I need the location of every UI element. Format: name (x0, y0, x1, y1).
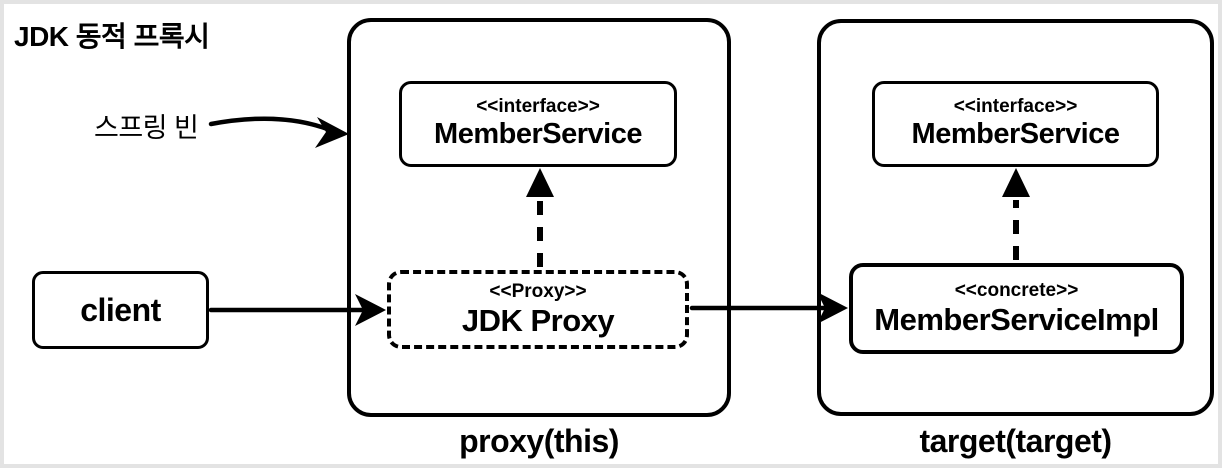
proxy-interface-stereotype: <<interface>> (476, 96, 600, 118)
jdk-proxy-node: <<Proxy>> JDK Proxy (387, 270, 689, 349)
proxy-interface-node: <<interface>> MemberService (399, 81, 677, 167)
proxy-caption: proxy(this) (459, 423, 619, 459)
target-impl-name: MemberServiceImpl (874, 301, 1159, 337)
target-interface-name: MemberService (911, 118, 1120, 151)
proxy-container-box (347, 18, 731, 417)
spring-bean-arrow (208, 116, 349, 148)
client-node: client (32, 271, 209, 349)
target-caption: target(target) (919, 423, 1112, 459)
jdk-proxy-name: JDK Proxy (461, 302, 615, 338)
target-impl-node: <<concrete>> MemberServiceImpl (849, 263, 1184, 354)
diagram-title: JDK 동적 프록시 (14, 21, 210, 52)
target-impl-stereotype: <<concrete>> (954, 279, 1079, 301)
proxy-interface-name: MemberService (434, 118, 642, 151)
target-container-box (817, 19, 1214, 416)
target-interface-node: <<interface>> MemberService (872, 81, 1159, 167)
jdk-proxy-stereotype: <<Proxy>> (489, 280, 587, 302)
target-interface-stereotype: <<interface>> (953, 96, 1078, 118)
spring-bean-label: 스프링 빈 (94, 113, 199, 143)
client-node-label: client (80, 291, 161, 328)
